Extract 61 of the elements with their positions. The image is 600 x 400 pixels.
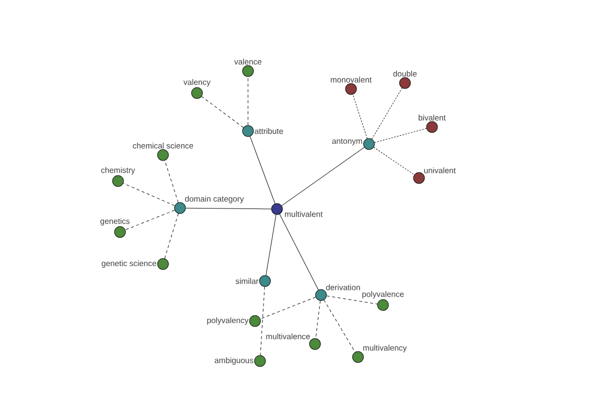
word-node: chemistry — [101, 167, 136, 187]
word-node: valency — [183, 79, 211, 99]
node-label: ambiguous — [214, 357, 254, 365]
node-label: valency — [183, 79, 211, 87]
word-node: univalent — [413, 167, 456, 184]
connector-line — [374, 128, 427, 143]
connector-line — [266, 214, 276, 276]
connector-line — [372, 88, 402, 140]
node-label: genetics — [100, 218, 130, 226]
node-label: genetic science — [102, 260, 156, 268]
node-label: antonym — [332, 138, 362, 146]
word-node: multivalency — [352, 344, 407, 363]
word-node: chemical science — [132, 142, 194, 161]
connector-line — [250, 136, 276, 204]
connector-line — [326, 296, 378, 304]
word-node: ambiguous — [214, 355, 266, 367]
word-node: polyvalency — [207, 315, 261, 327]
connector-line — [123, 183, 175, 206]
node-label: monovalent — [330, 76, 372, 83]
connector-line — [260, 286, 265, 356]
word-node: domain category — [174, 196, 244, 214]
node-label: univalent — [424, 167, 456, 174]
word-node: bivalent — [418, 114, 446, 133]
word-node: derivation — [315, 284, 360, 301]
connector-line — [186, 208, 272, 210]
word-node: antonym — [332, 138, 375, 150]
node-label: attribute — [254, 128, 283, 134]
node-label: double — [393, 70, 417, 77]
connector-line — [281, 147, 365, 206]
word-node: multivalent — [271, 203, 323, 217]
node-label: multivalence — [266, 333, 310, 340]
node-label: similar — [236, 278, 258, 284]
word-node: valence — [234, 58, 262, 77]
node-label: polyvalency — [207, 317, 249, 325]
word-node: double — [393, 70, 417, 89]
node-label: domain category — [185, 196, 244, 204]
node-label: chemistry — [101, 167, 136, 175]
connector-line — [164, 160, 178, 203]
connector-line — [164, 213, 179, 259]
node-label: chemical science — [132, 142, 194, 149]
node-label: valence — [234, 58, 262, 65]
node-label: multivalent — [284, 211, 323, 217]
connector-line — [125, 210, 175, 230]
connector-line — [324, 300, 356, 352]
connector-line — [201, 96, 244, 128]
node-label: multivalency — [363, 344, 407, 352]
word-node: genetics — [100, 218, 130, 238]
connector-line — [315, 300, 321, 339]
connector-line — [352, 94, 368, 139]
node-label: bivalent — [418, 114, 446, 121]
word-node: genetic science — [102, 258, 169, 270]
word-node: monovalent — [330, 76, 372, 95]
node-label: polyvalence — [362, 291, 404, 299]
word-node: attribute — [242, 125, 283, 137]
word-node: multivalence — [266, 333, 321, 350]
word-node: polyvalence — [362, 291, 404, 311]
connector-line — [374, 146, 414, 176]
word-node: similar — [236, 275, 271, 287]
connector-line — [260, 296, 316, 320]
node-label: derivation — [326, 284, 360, 290]
connector-line — [279, 214, 319, 290]
